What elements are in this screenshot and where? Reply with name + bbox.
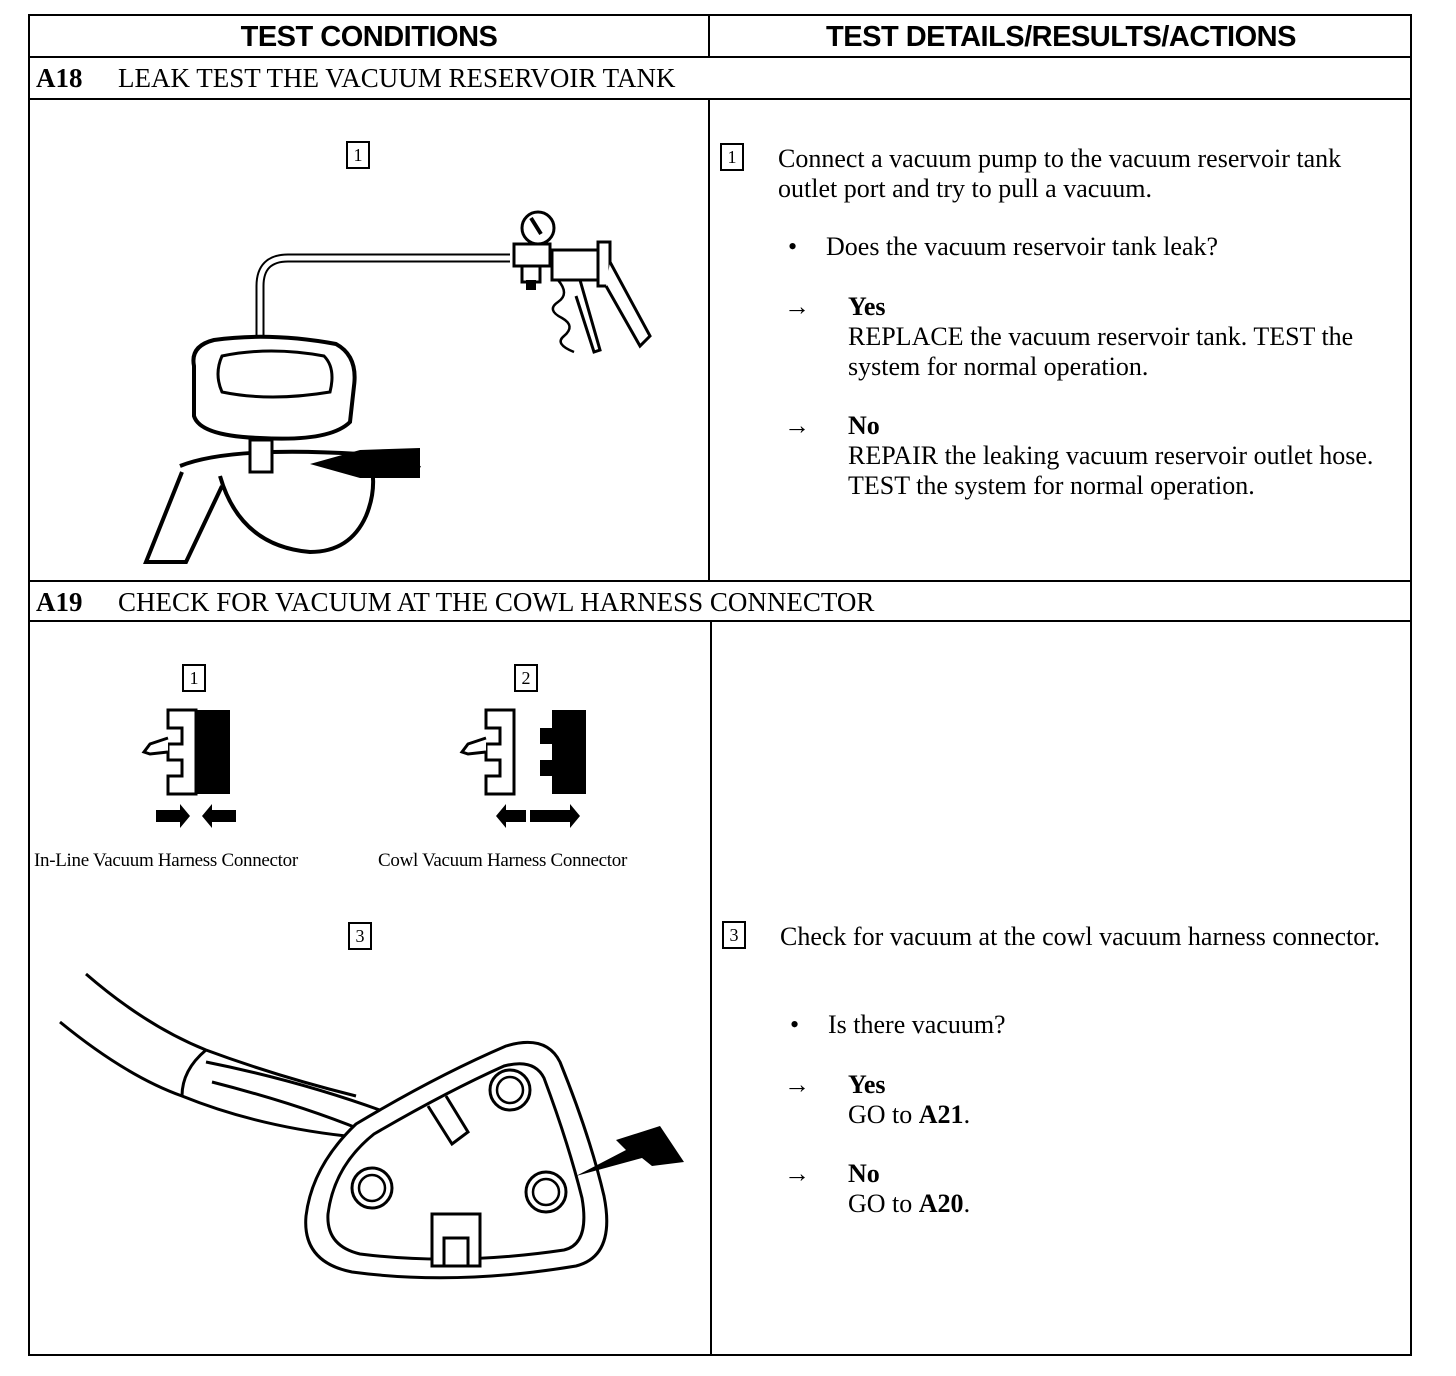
goto-target-link[interactable]: A20 xyxy=(918,1189,964,1218)
cowl-connector-icon xyxy=(459,708,586,828)
bullet-icon: • xyxy=(788,232,798,261)
result-label: No xyxy=(848,1159,880,1188)
result-yes: → Yes GO to A21. xyxy=(784,1070,1398,1130)
result-action-prefix: GO to xyxy=(848,1189,919,1218)
step-instruction: Check for vacuum at the cowl vacuum harn… xyxy=(780,922,1380,951)
question-text: Is there vacuum? xyxy=(828,1010,1006,1039)
question-text: Does the vacuum reservoir tank leak? xyxy=(826,232,1219,261)
figure-number-box: 1 xyxy=(346,141,370,169)
result-no: → No GO to A20. xyxy=(784,1159,1398,1219)
divider xyxy=(708,16,710,56)
divider xyxy=(30,620,1410,622)
figure-caption: Cowl Vacuum Harness Connector xyxy=(378,850,627,871)
divider xyxy=(710,620,712,1356)
result-label: Yes xyxy=(848,292,886,321)
step-question: • Does the vacuum reservoir tank leak? xyxy=(788,232,1386,262)
right-arrow-icon: → xyxy=(784,292,810,321)
figure-number-box: 2 xyxy=(514,664,538,692)
result-no: → No REPAIR the leaking vacuum reservoir… xyxy=(784,411,1398,501)
result-action-suffix: . xyxy=(963,1100,971,1129)
section-title-text: CHECK FOR VACUUM AT THE COWL HARNESS CON… xyxy=(118,586,875,617)
bullet-icon: • xyxy=(790,1010,800,1039)
result-label: Yes xyxy=(848,1070,886,1099)
step-question: • Is there vacuum? xyxy=(790,1010,1388,1040)
section-id: A18 xyxy=(36,62,83,93)
right-arrow-icon: → xyxy=(784,1159,810,1188)
header-test-details: TEST DETAILS/RESULTS/ACTIONS xyxy=(826,20,1296,53)
result-action: REPAIR the leaking vacuum reservoir outl… xyxy=(848,441,1374,500)
divider xyxy=(30,580,1410,582)
divider xyxy=(708,98,710,580)
figure-number-box: 1 xyxy=(182,664,206,692)
section-id: A19 xyxy=(36,586,83,617)
diagnostic-table: TEST CONDITIONS TEST DETAILS/RESULTS/ACT… xyxy=(28,14,1412,1356)
divider xyxy=(30,98,1410,100)
section-title-text: LEAK TEST THE VACUUM RESERVOIR TANK xyxy=(118,62,676,93)
right-arrow-icon: → xyxy=(784,1070,810,1099)
result-action-prefix: GO to xyxy=(848,1100,919,1129)
result-action: REPLACE the vacuum reservoir tank. TEST … xyxy=(848,322,1354,381)
section-title-a19: A19 CHECK FOR VACUUM AT THE COWL HARNESS… xyxy=(36,582,874,622)
inline-connector-icon xyxy=(141,708,236,828)
step-number-box: 1 xyxy=(720,143,744,171)
divider xyxy=(30,56,1410,58)
result-yes: → Yes REPLACE the vacuum reservoir tank.… xyxy=(784,292,1398,382)
right-arrow-icon: → xyxy=(784,411,810,440)
goto-target-link[interactable]: A21 xyxy=(918,1100,964,1129)
result-label: No xyxy=(848,411,880,440)
cowl-harness-connector-illustration xyxy=(59,972,684,1280)
step-number-box: 3 xyxy=(722,921,746,949)
figure-number-box: 3 xyxy=(348,922,372,950)
section-title-a18: A18 LEAK TEST THE VACUUM RESERVOIR TANK xyxy=(36,58,675,98)
step-instruction: Connect a vacuum pump to the vacuum rese… xyxy=(778,144,1342,203)
figure-caption: In-Line Vacuum Harness Connector xyxy=(34,850,298,871)
result-action-suffix: . xyxy=(963,1189,971,1218)
vacuum-pump-reservoir-illustration xyxy=(143,210,652,564)
header-test-conditions: TEST CONDITIONS xyxy=(240,20,498,53)
